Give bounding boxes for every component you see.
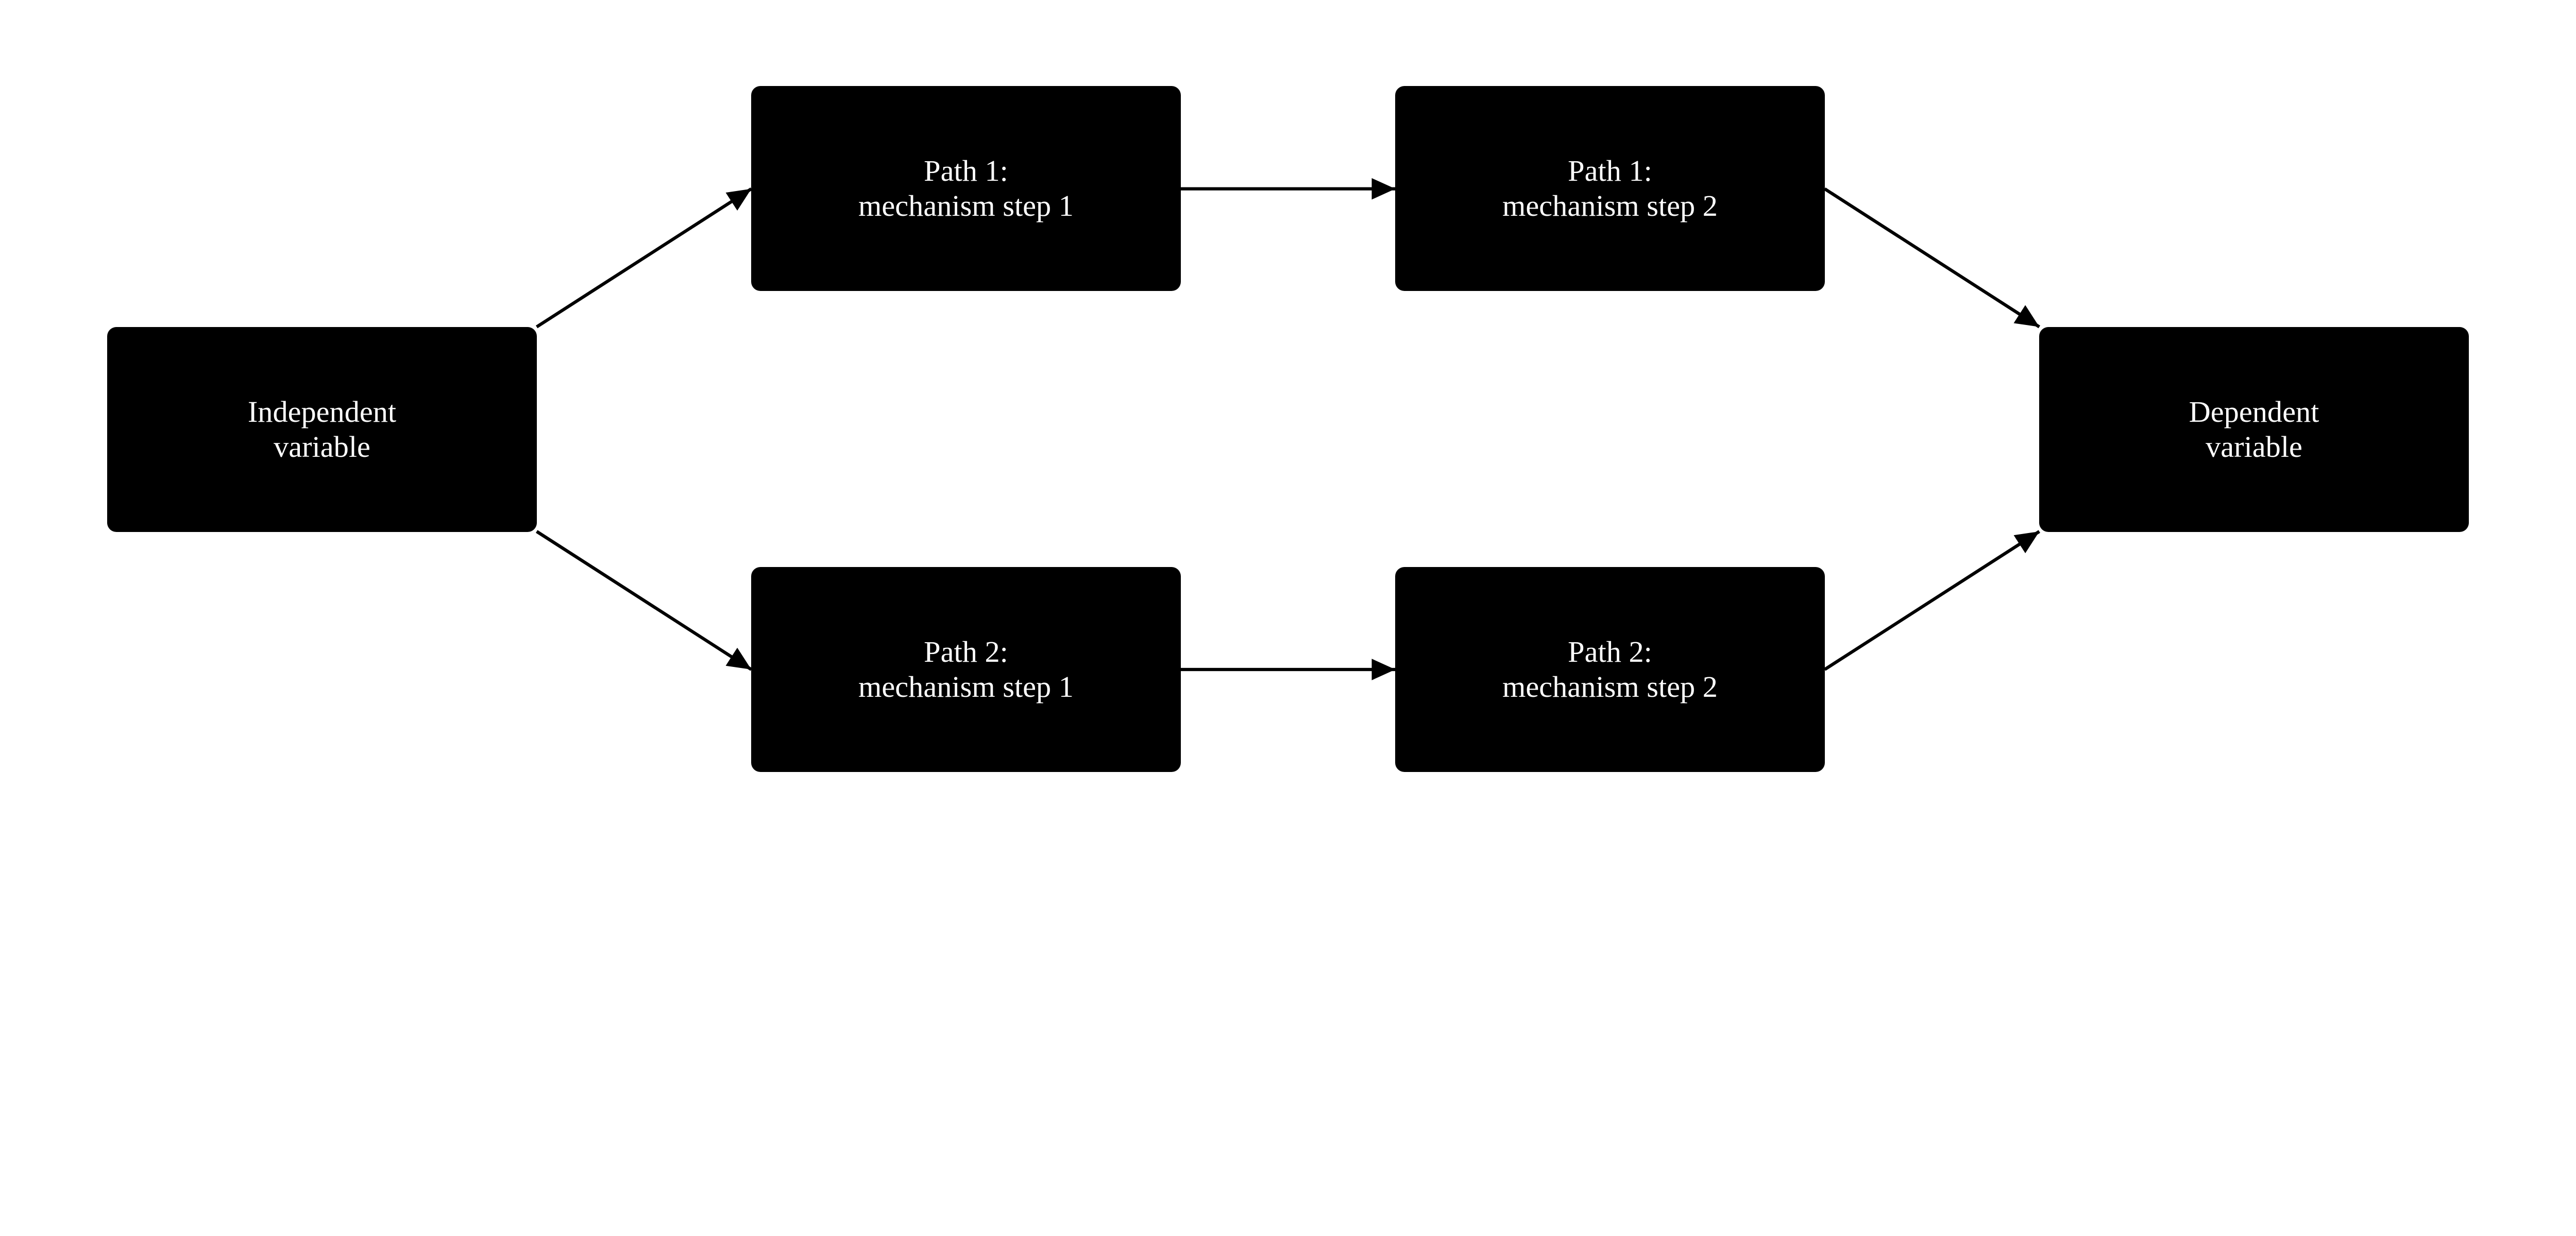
node-label-line1: Dependent xyxy=(2189,394,2319,428)
node-path1-step1: Path 1: mechanism step 1 xyxy=(751,85,1181,291)
node-independent-variable: Independent variable xyxy=(107,327,537,533)
node-label-line2: mechanism step 2 xyxy=(1502,188,1718,222)
node-dependent-variable: Dependent variable xyxy=(2039,327,2469,533)
edge-independent-to-path2-step1 xyxy=(535,530,753,671)
node-label-line2: variable xyxy=(2206,430,2302,464)
edge-path2-step2-to-dependent xyxy=(1823,530,2041,671)
node-label-line1: Independent xyxy=(247,394,397,428)
diagram-canvas: Independent variable Path 1: mechanism s… xyxy=(107,85,2469,772)
node-path1-step2: Path 1: mechanism step 2 xyxy=(1395,85,1825,291)
node-label-line1: Path 1: xyxy=(924,153,1008,187)
node-label-line2: variable xyxy=(274,430,370,464)
node-label-line1: Path 2: xyxy=(1568,634,1652,668)
node-label-line2: mechanism step 1 xyxy=(858,670,1074,703)
node-label-line1: Path 2: xyxy=(924,634,1008,668)
node-path2-step1: Path 2: mechanism step 1 xyxy=(751,566,1181,772)
node-path2-step2: Path 2: mechanism step 2 xyxy=(1395,566,1825,772)
edge-path1-step2-to-dependent xyxy=(1823,187,2041,329)
node-label-line2: mechanism step 1 xyxy=(858,188,1074,222)
node-label-line1: Path 1: xyxy=(1568,153,1652,187)
edges-layer xyxy=(535,178,2041,680)
edge-independent-to-path1-step1 xyxy=(535,187,753,329)
node-label-line2: mechanism step 2 xyxy=(1502,670,1718,703)
